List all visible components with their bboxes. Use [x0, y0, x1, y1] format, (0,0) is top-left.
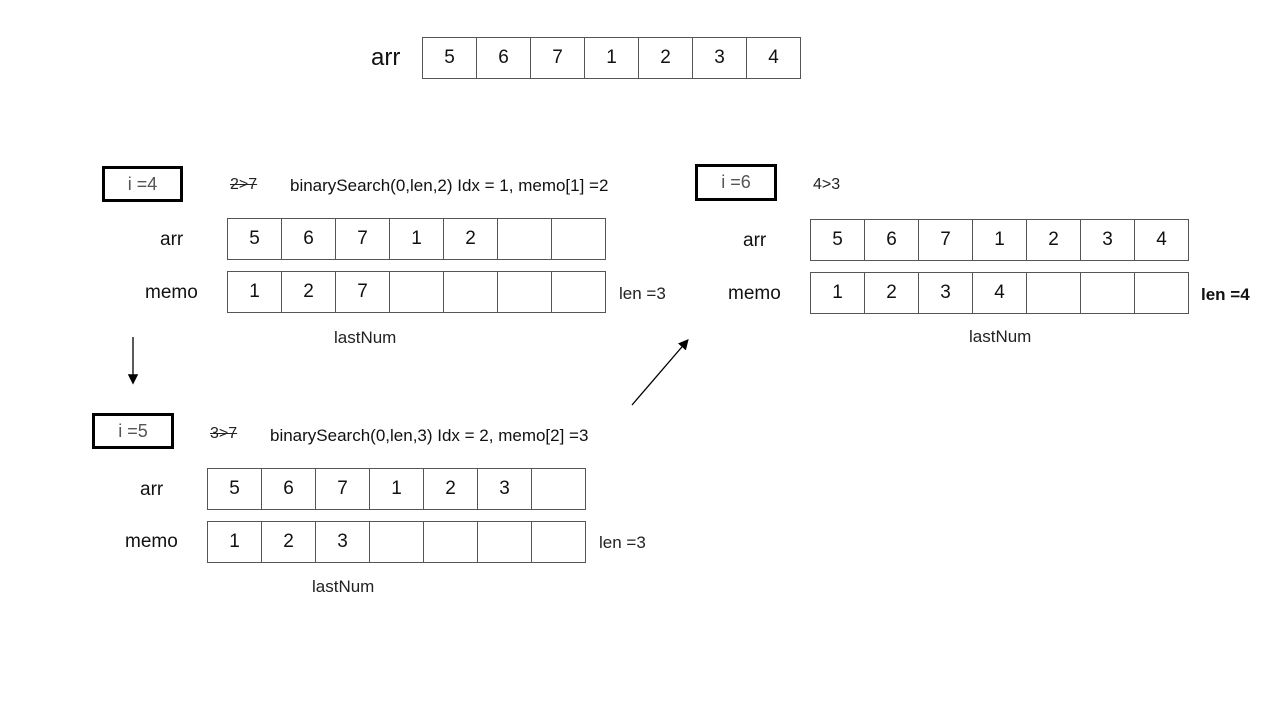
array-cell: [478, 522, 532, 562]
i4-len-label: len =3: [619, 284, 666, 303]
i6-index-box: i =6: [695, 164, 777, 201]
array-cell: 7: [336, 272, 390, 312]
array-cell: [552, 219, 606, 259]
i6-arr-label: arr: [743, 230, 767, 251]
array-cell: [444, 272, 498, 312]
array-cell: [498, 272, 552, 312]
array-cell: 5: [423, 38, 477, 78]
array-cell: [390, 272, 444, 312]
array-cell: 5: [811, 220, 865, 260]
array-cell: [532, 469, 586, 509]
array-cell: [532, 522, 586, 562]
array-cell: 5: [228, 219, 282, 259]
array-cell: 6: [282, 219, 336, 259]
i4-binary-search-note: binarySearch(0,len,2) Idx = 1, memo[1] =…: [290, 176, 609, 195]
array-cell: 7: [316, 469, 370, 509]
i5-comparison: 3>7: [210, 425, 238, 442]
array-cell: 3: [693, 38, 747, 78]
array-cell: 7: [919, 220, 973, 260]
array-cell: 3: [919, 273, 973, 313]
i4-comparison: 2>7: [230, 176, 258, 193]
array-cell: 6: [477, 38, 531, 78]
array-cell: 6: [865, 220, 919, 260]
array-cell: 4: [1135, 220, 1189, 260]
array-cell: [552, 272, 606, 312]
array-cell: 7: [336, 219, 390, 259]
array-cell: 1: [208, 522, 262, 562]
i5-lastnum-label: lastNum: [312, 577, 375, 596]
array-cell: 1: [811, 273, 865, 313]
array-cell: 6: [262, 469, 316, 509]
array-cell: 3: [478, 469, 532, 509]
array-cell: 1: [228, 272, 282, 312]
i5-index-box: i =5: [92, 413, 174, 449]
array-cell: 1: [370, 469, 424, 509]
array-cell: 2: [282, 272, 336, 312]
array-cell: [1135, 273, 1189, 313]
array-cell: 7: [531, 38, 585, 78]
i6-lastnum-label: lastNum: [969, 327, 1032, 346]
i6-len-label: len =4: [1201, 285, 1250, 304]
i5-binary-search-note: binarySearch(0,len,3) Idx = 2, memo[2] =…: [270, 426, 589, 445]
array-cell: 4: [747, 38, 801, 78]
array-cell: 2: [1027, 220, 1081, 260]
i6-memo-label: memo: [728, 283, 781, 304]
array-cell: 4: [973, 273, 1027, 313]
i5-memo-label: memo: [125, 531, 178, 552]
i5-arr-label: arr: [140, 479, 164, 500]
array-cell: 3: [1081, 220, 1135, 260]
top-arr-label: arr: [371, 44, 401, 71]
i5-len-label: len =3: [599, 533, 646, 552]
i6-comparison: 4>3: [813, 176, 841, 193]
array-cell: 3: [316, 522, 370, 562]
array-cell: 2: [639, 38, 693, 78]
diagonal-arrow: [631, 339, 689, 406]
array-cell: 2: [444, 219, 498, 259]
array-cell: [370, 522, 424, 562]
array-cell: [1081, 273, 1135, 313]
array-cell: [424, 522, 478, 562]
i4-arr-label: arr: [160, 229, 184, 250]
array-cell: 1: [585, 38, 639, 78]
array-cell: 2: [424, 469, 478, 509]
array-cell: [498, 219, 552, 259]
array-cell: 1: [973, 220, 1027, 260]
i4-memo-label: memo: [145, 282, 198, 303]
array-cell: [1027, 273, 1081, 313]
array-cell: 2: [262, 522, 316, 562]
i4-lastnum-label: lastNum: [334, 328, 397, 347]
i4-index-box: i =4: [102, 166, 183, 202]
array-cell: 1: [390, 219, 444, 259]
array-cell: 2: [865, 273, 919, 313]
array-cell: 5: [208, 469, 262, 509]
